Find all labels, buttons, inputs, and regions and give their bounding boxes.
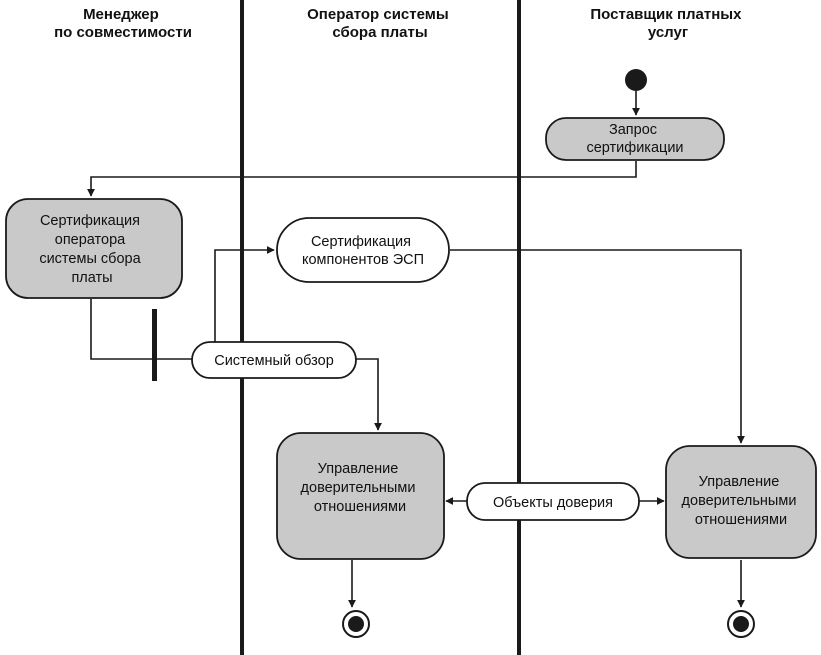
node-trust-mgmt-provider <box>665 445 817 559</box>
final-node-provider <box>727 610 755 638</box>
initial-node <box>625 69 647 91</box>
fork-bar <box>152 309 157 381</box>
node-system-review-label: Системный обзор <box>214 353 334 369</box>
lane-header-compat-manager: Менеджер по совместимости <box>54 6 192 41</box>
lane-header-paid-service-provider: Поставщик платных услуг <box>590 6 745 41</box>
node-component-cert <box>276 217 450 283</box>
node-operator-cert <box>5 198 183 299</box>
node-trust-mgmt-operator-label: Управление доверительными отношениями <box>301 461 420 515</box>
lane-header-fee-system-operator: Оператор системы сбора платы <box>307 6 453 41</box>
edge-component-cert-to-trust-mgmt-provider <box>450 249 745 444</box>
node-trust-objects <box>466 482 640 521</box>
final-node-operator <box>342 610 370 638</box>
edge-review-to-trust-mgmt-operator <box>356 358 382 431</box>
edge-cert-request-to-operator-cert <box>87 161 637 197</box>
node-component-cert-label: Сертификация компонентов ЭСП <box>302 234 424 268</box>
node-trust-objects-label: Объекты доверия <box>493 495 613 511</box>
node-operator-cert-label: Сертификация оператора системы сбора пла… <box>39 213 144 286</box>
edge-operator-cert-to-fork <box>90 299 154 360</box>
node-system-review <box>191 341 357 379</box>
node-cert-request-label: Запрос сертификации <box>586 122 683 156</box>
node-trust-mgmt-provider-label: Управление доверительными отношениями <box>682 474 801 528</box>
node-cert-request <box>545 117 725 161</box>
edge-review-to-component-cert <box>214 246 275 342</box>
node-trust-mgmt-operator <box>276 432 445 560</box>
